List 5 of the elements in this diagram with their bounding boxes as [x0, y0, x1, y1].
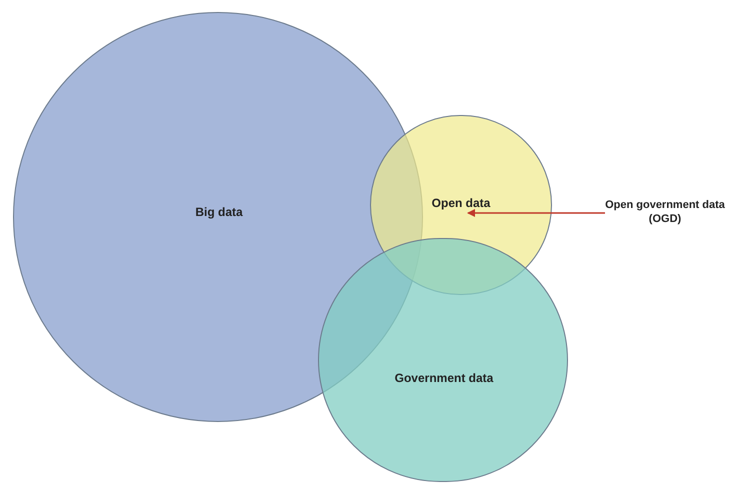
circle-label: Big data [194, 204, 244, 221]
leader-arrow [467, 209, 605, 217]
circle-label: Open data [430, 195, 492, 212]
circle-label: Government data [394, 370, 494, 387]
callout-label: Open government data (OGD) [605, 199, 725, 227]
